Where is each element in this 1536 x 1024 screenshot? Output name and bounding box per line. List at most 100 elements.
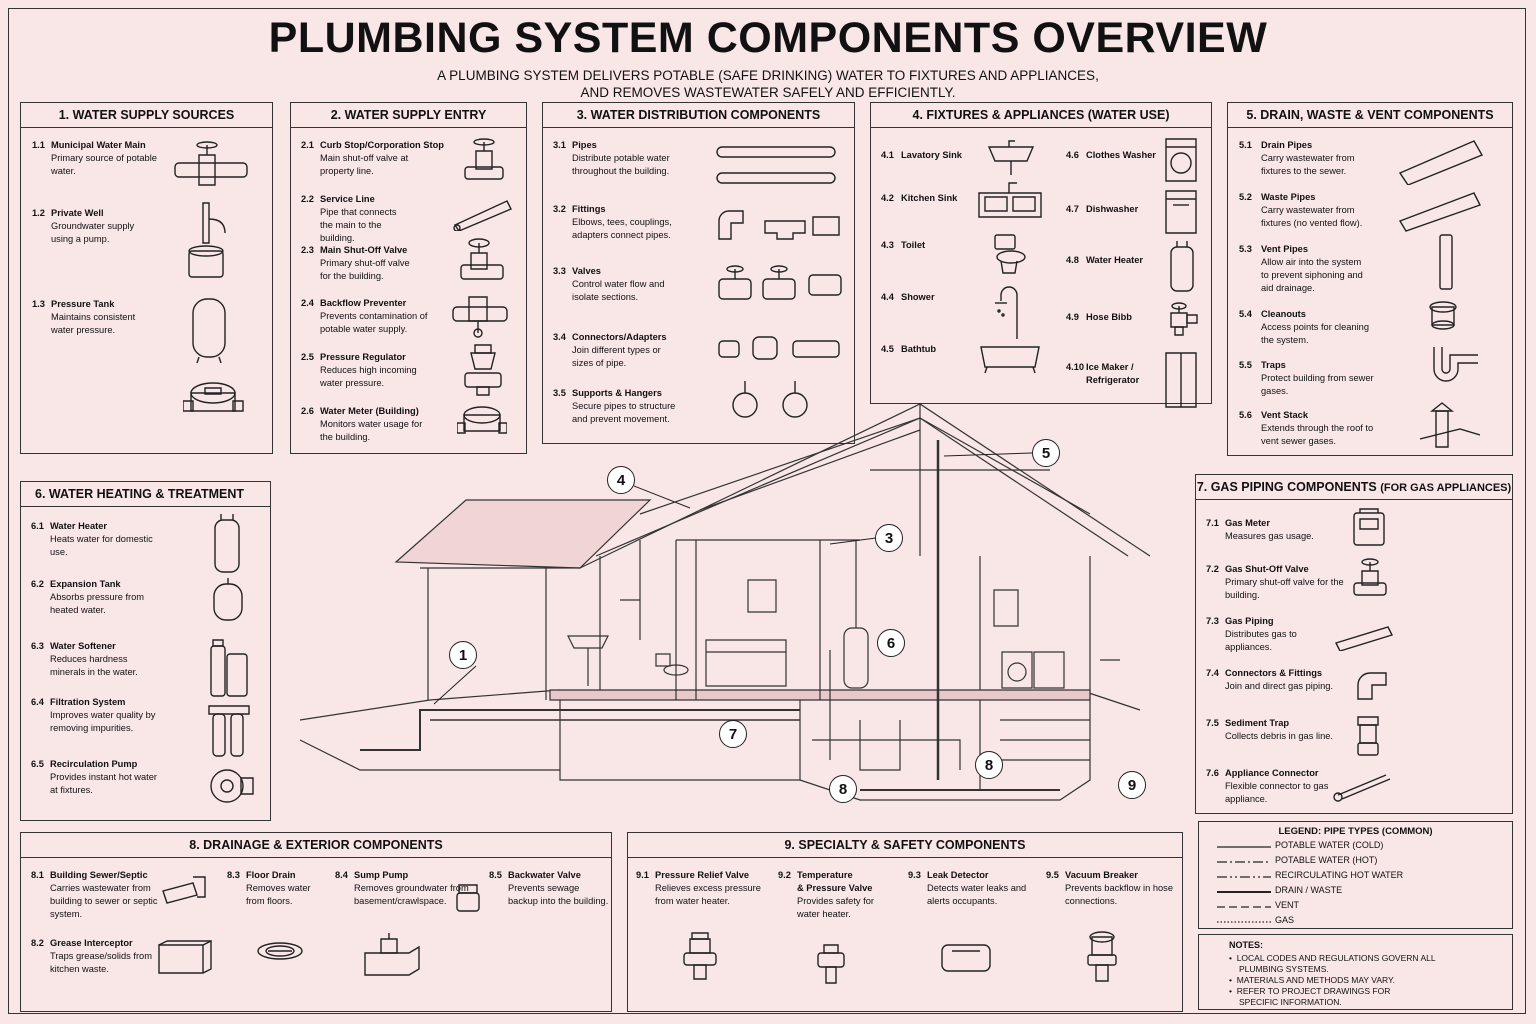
water-softener-icon: [207, 636, 251, 700]
floor-drain-icon: [255, 939, 305, 967]
subtitle-line-2: AND REMOVES WASTEWATER SAFELY AND EFFICI…: [580, 85, 956, 100]
callout-8a: 8: [975, 751, 1003, 779]
callout-9: 9: [1118, 771, 1146, 799]
note-line: • REFER TO PROJECT DRAWINGS FOR: [1229, 986, 1391, 996]
leak-detector-icon: [938, 937, 998, 981]
connectors-icon: [715, 333, 845, 365]
legend-label: DRAIN / WASTE: [1275, 885, 1343, 895]
notes-panel: NOTES: • LOCAL CODES AND REGULATIONS GOV…: [1198, 934, 1513, 1010]
vent-pipe-icon: [1436, 233, 1456, 293]
pressure-tank-icon: [187, 293, 231, 365]
pressure-regulator-icon: [463, 343, 503, 399]
legend-label: POTABLE WATER (HOT): [1275, 855, 1378, 865]
dishwasher-icon: [1163, 189, 1199, 235]
note-line: SPECIFIC INFORMATION.: [1239, 997, 1342, 1007]
gas-meter-icon: [1350, 507, 1388, 549]
hose-bibb-icon: [1165, 301, 1201, 339]
toilet-icon: [991, 231, 1027, 277]
kitchen-sink-icon: [975, 179, 1045, 225]
callout-7: 7: [719, 720, 747, 748]
refrigerator-icon: [1163, 351, 1199, 409]
gas-pipe-icon: [1332, 621, 1398, 651]
page-title: PLUMBING SYSTEM COMPONENTS OVERVIEW: [268, 14, 1268, 62]
panel-title: 6. WATER HEATING & TREATMENT: [21, 482, 270, 507]
legend-label: VENT: [1275, 900, 1300, 910]
cleanout-icon: [1426, 299, 1460, 335]
trap-icon: [1424, 343, 1484, 389]
legend-title: LEGEND: PIPE TYPES (COMMON): [1278, 826, 1433, 837]
panel-gas-piping: 7. GAS PIPING COMPONENTS (FOR GAS APPLIA…: [1195, 474, 1513, 814]
panel-fixtures-appliances: 4. FIXTURES & APPLIANCES (WATER USE) 4.1…: [870, 102, 1212, 404]
sump-pump-icon: [453, 881, 483, 917]
valves-icon: [715, 263, 845, 307]
bathtub-icon: [977, 339, 1043, 375]
relief-valve-icon: [682, 931, 718, 983]
flex-connector-icon: [1332, 769, 1394, 803]
water-heater-icon: [1167, 241, 1197, 295]
panel-title: 2. WATER SUPPLY ENTRY: [291, 103, 526, 128]
note-line: • MATERIALS AND METHODS MAY VARY.: [1229, 975, 1395, 985]
gas-valve-icon: [1352, 557, 1388, 603]
hangers-icon: [729, 377, 819, 421]
service-line-icon: [451, 195, 517, 231]
note-line: PLUMBING SYSTEMS.: [1239, 964, 1329, 974]
callout-3: 3: [875, 524, 903, 552]
building-sewer-icon: [159, 869, 211, 911]
recirculation-pump-icon: [205, 764, 257, 810]
panel-title: 9. SPECIALTY & SAFETY COMPONENTS: [628, 833, 1182, 858]
panel-title: 7. GAS PIPING COMPONENTS (FOR GAS APPLIA…: [1196, 475, 1512, 500]
callout-8b: 8: [829, 775, 857, 803]
panel-title: 3. WATER DISTRIBUTION COMPONENTS: [543, 103, 854, 128]
shower-icon: [991, 283, 1027, 341]
legend-label: GAS: [1275, 915, 1295, 925]
waste-pipe-icon: [1392, 185, 1490, 233]
legend-label: POTABLE WATER (COLD): [1275, 840, 1384, 850]
tp-valve-icon: [812, 943, 852, 989]
poster-frame: [8, 8, 1526, 1014]
pipes-icon: [713, 143, 839, 189]
panel-title: 5. DRAIN, WASTE & VENT COMPONENTS: [1228, 103, 1512, 128]
sediment-trap-icon: [1352, 713, 1384, 759]
panel-title: 4. FIXTURES & APPLIANCES (WATER USE): [871, 103, 1211, 128]
water-meter-icon: [457, 403, 507, 447]
washer-icon: [1163, 137, 1199, 185]
vacuum-breaker-icon: [1084, 929, 1120, 985]
legend-pipe-types: LEGEND: PIPE TYPES (COMMON) POTABLE WATE…: [1198, 821, 1513, 929]
callout-5: 5: [1032, 439, 1060, 467]
